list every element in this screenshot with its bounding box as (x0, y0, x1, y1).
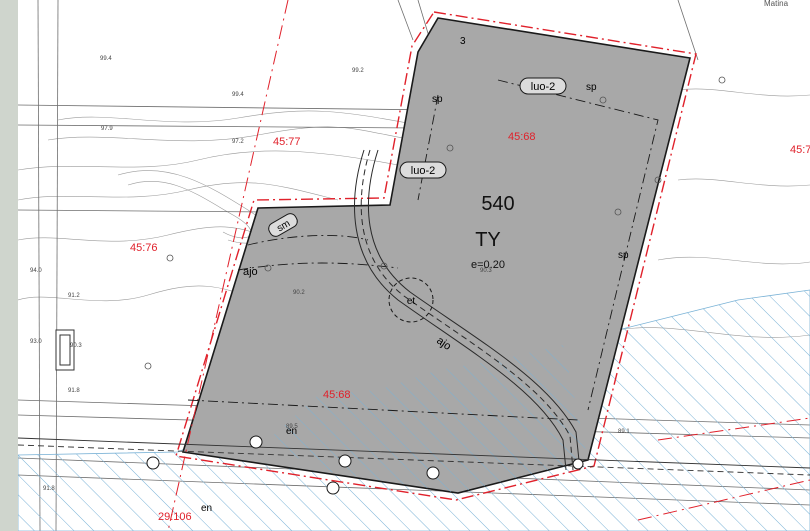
property-id-1: 45:77 (273, 136, 301, 148)
svg-text:91.8: 91.8 (68, 388, 80, 394)
property-lines (167, 0, 810, 531)
svg-text:90.2: 90.2 (293, 290, 305, 296)
svg-text:93.0: 93.0 (30, 339, 42, 345)
block-number: 540 (481, 193, 514, 215)
elevation-labels: 99.4 99.2 99.4 97.2 97.9 91.2 90.3 90.2 … (30, 56, 630, 492)
en-label-2: en (201, 503, 212, 514)
left-structures (55, 329, 75, 371)
sp-label-1: sp (432, 94, 443, 105)
svg-text:89.5: 89.5 (286, 424, 298, 430)
svg-text:97.2: 97.2 (232, 139, 244, 145)
property-id-4: 45:68 (323, 389, 351, 401)
svg-text:99.4: 99.4 (100, 56, 112, 62)
property-id-3: 45:76 (130, 242, 158, 254)
place-label: Matina (764, 0, 789, 8)
tree-symbols (144, 76, 726, 370)
svg-text:99.2: 99.2 (352, 68, 364, 74)
access-road (354, 149, 581, 471)
property-id-2: 45:68 (508, 131, 536, 143)
svg-text:90.3: 90.3 (70, 343, 82, 349)
block-label-3: 3 (460, 36, 466, 47)
sp-label-2: sp (586, 82, 597, 93)
en-label-1: en (286, 426, 297, 437)
zoning-boundary (175, 11, 697, 501)
property-id-6: 45:7 (790, 144, 810, 156)
svg-text:luo-2: luo-2 (531, 81, 555, 93)
efficiency-value: e=0.20 (471, 259, 505, 271)
et-circle (388, 277, 434, 323)
svg-text:97.9: 97.9 (101, 126, 113, 132)
map-canvas[interactable]: luo-2 luo-2 sm et ajo ajo sp sp sp en en… (18, 0, 810, 531)
ajo-label-west: ajo (243, 266, 258, 278)
plan-drawing: luo-2 luo-2 sm et ajo ajo sp sp sp en en… (18, 0, 810, 531)
svg-text:99.4: 99.4 (232, 92, 244, 98)
z-markers (146, 435, 584, 495)
bottom-road (18, 437, 810, 476)
sp-label-3: sp (618, 250, 629, 261)
luo-2-labels: luo-2 luo-2 (399, 77, 567, 179)
zone-code: TY (475, 229, 501, 251)
svg-text:91.2: 91.2 (68, 293, 80, 299)
svg-text:94.0: 94.0 (30, 268, 42, 274)
svg-text:89.1: 89.1 (618, 429, 630, 435)
property-id-5: 29:106 (158, 511, 192, 523)
svg-text:luo-2: luo-2 (411, 165, 435, 177)
svg-text:90.3: 90.3 (480, 268, 492, 274)
sm-label: sm (268, 213, 298, 237)
svg-text:91.8: 91.8 (43, 486, 55, 492)
et-label: et (407, 296, 416, 307)
